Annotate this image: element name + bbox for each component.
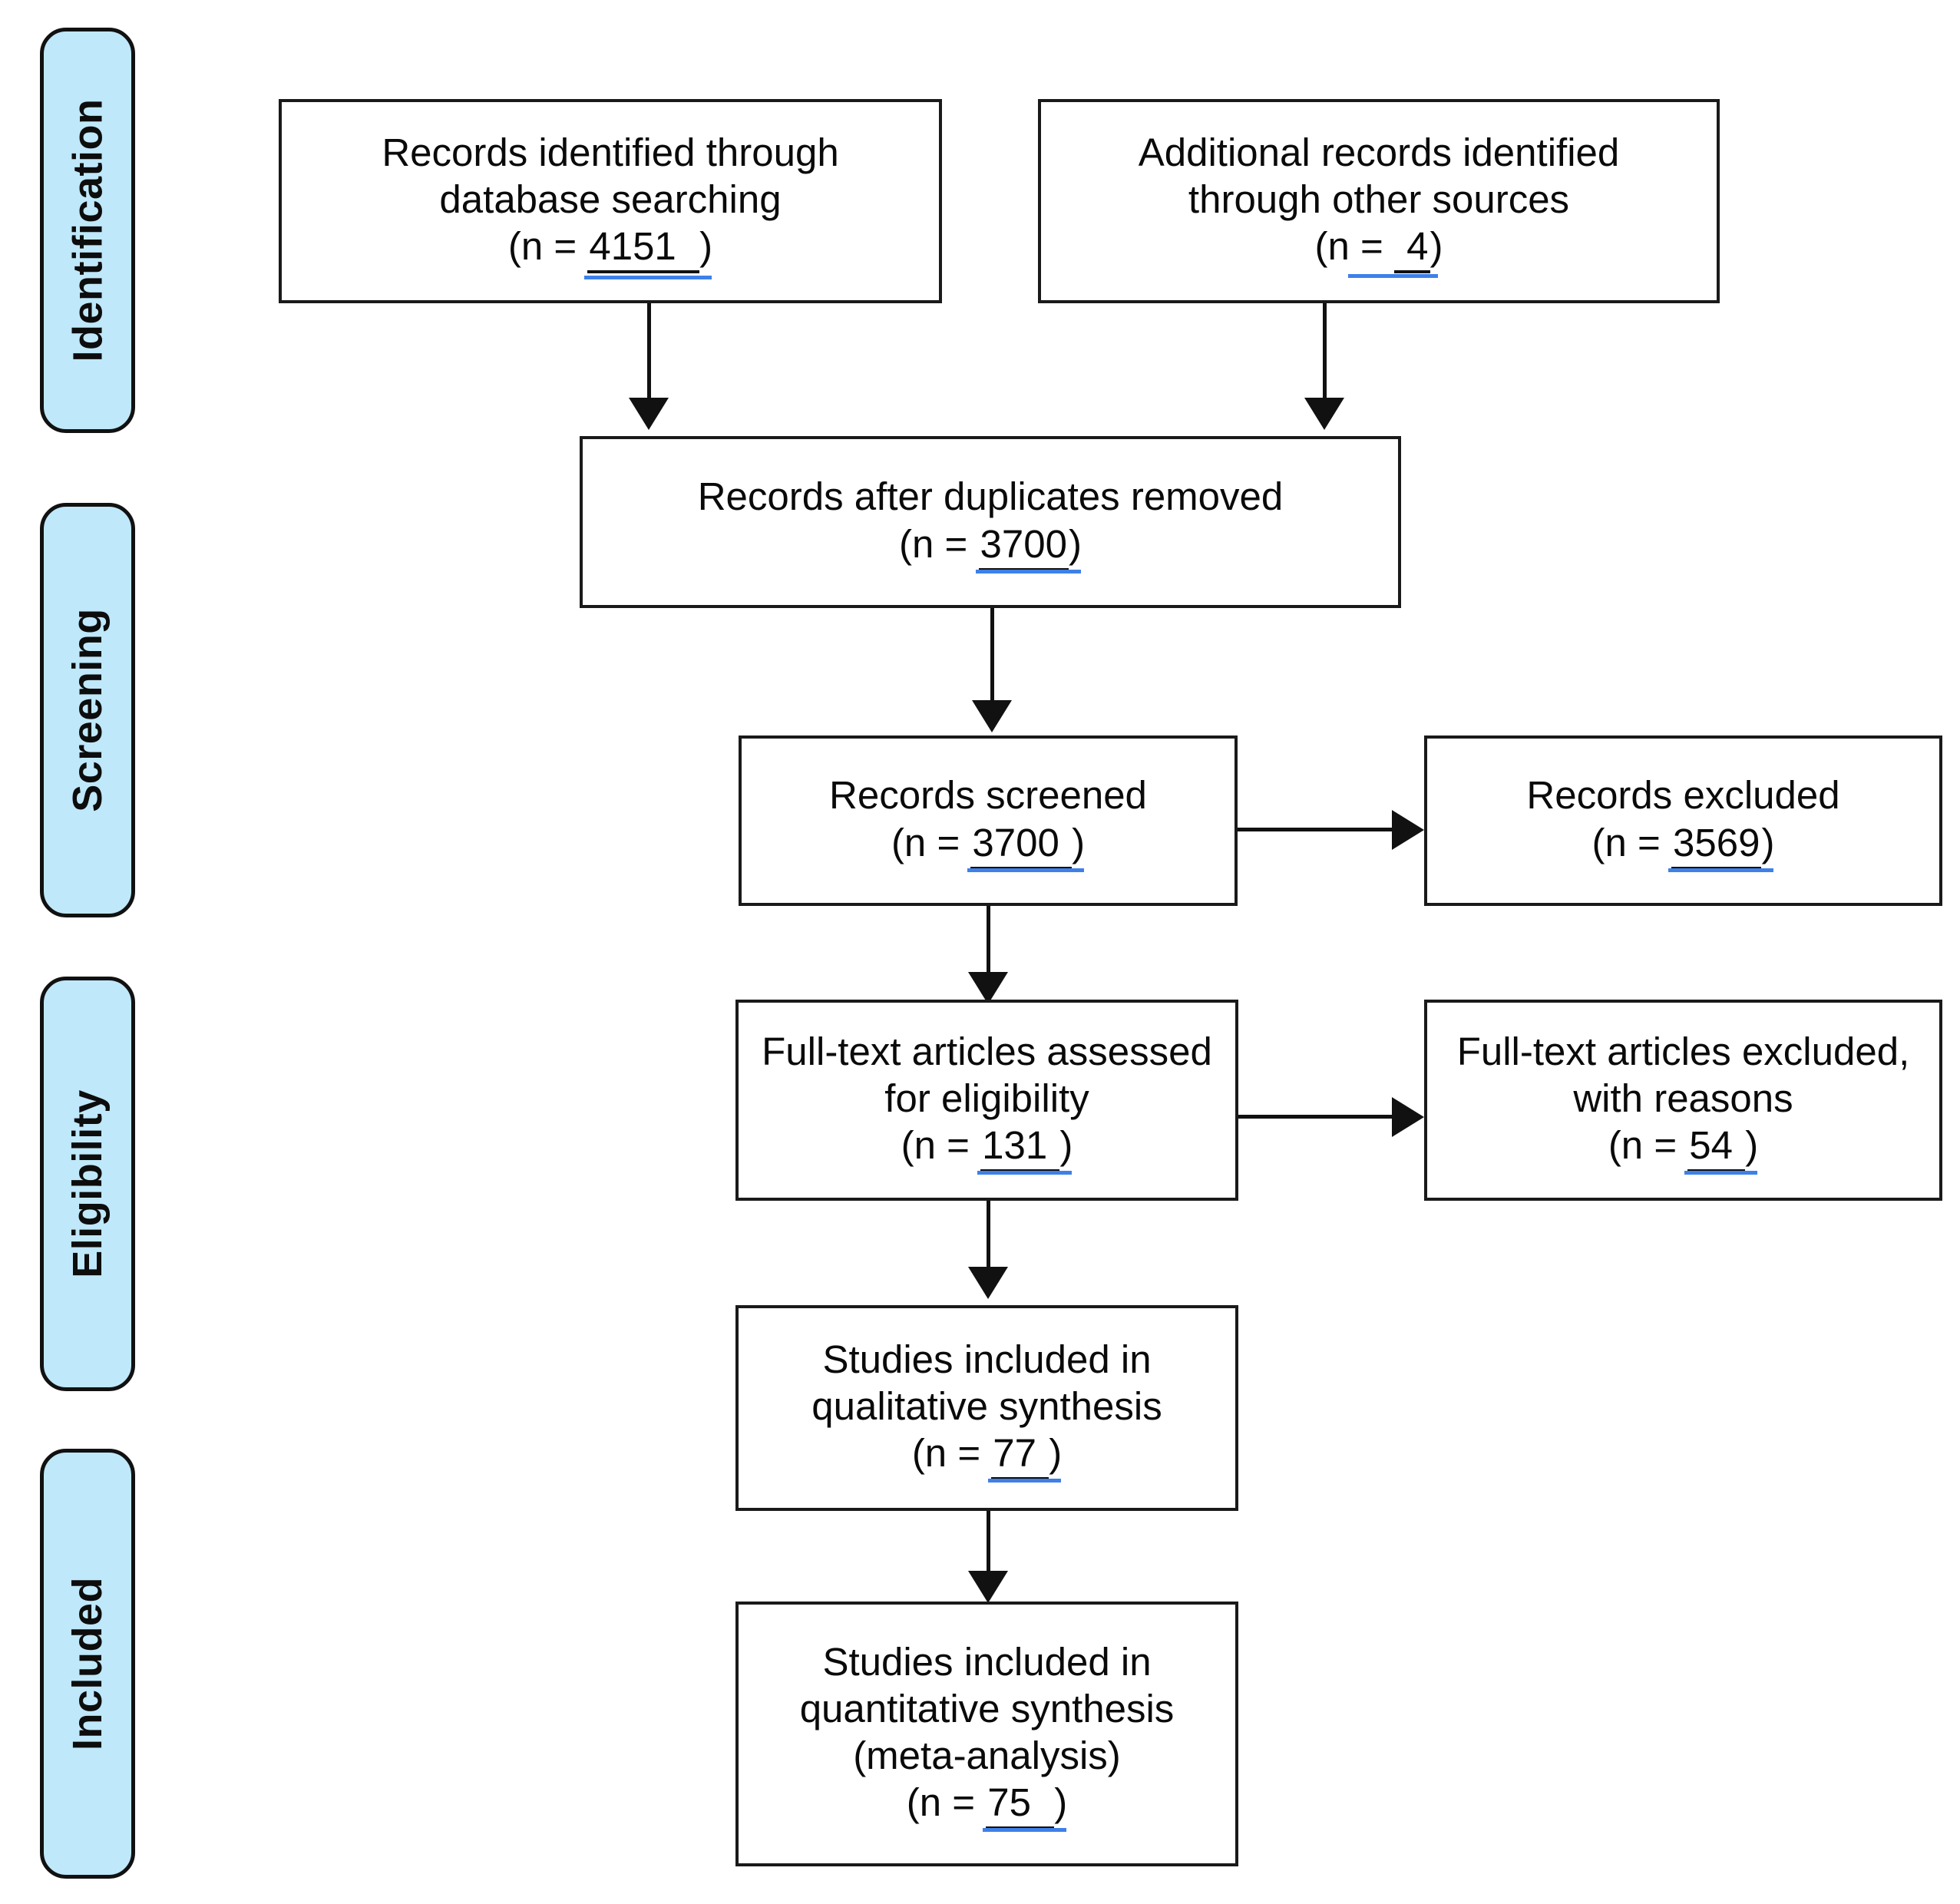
stage-pill-identification: Identification xyxy=(40,28,135,433)
count-suffix: ) xyxy=(1761,820,1775,864)
count-suffix: ) xyxy=(1059,1123,1073,1168)
arrowhead-screened-to-excluded xyxy=(1392,810,1424,850)
arrowhead-fulltext-to-qualitative xyxy=(968,1267,1008,1299)
stage-pill-eligibility: Eligibility xyxy=(40,977,135,1391)
count-value: 54 xyxy=(1689,1123,1734,1168)
count-suffix: ) xyxy=(1745,1123,1759,1168)
count-blank: 3569 xyxy=(1667,819,1775,872)
stage-label-included: Included xyxy=(64,1576,111,1751)
box-count: (n = 3569) xyxy=(1591,819,1775,872)
box-line: through other sources xyxy=(1188,177,1570,221)
count-value: 4 xyxy=(1406,224,1429,269)
count-prefix: (n = xyxy=(911,1431,981,1476)
arrowhead-fulltext-to-excluded xyxy=(1392,1097,1424,1137)
box-line: Studies included in xyxy=(822,1337,1152,1381)
box-line: with reasons xyxy=(1573,1076,1793,1120)
count-suffix: ) xyxy=(1072,820,1086,864)
box-count: (n = 4) xyxy=(1314,223,1443,279)
count-value: 3569 xyxy=(1673,820,1760,864)
stage-label-eligibility: Eligibility xyxy=(64,1089,111,1278)
box-line: database searching xyxy=(439,177,782,221)
count-prefix: (n = xyxy=(507,224,577,269)
connector-qualitative-to-quantitative xyxy=(987,1511,990,1594)
box-records-identified-database: Records identified through database sear… xyxy=(279,99,942,303)
box-line: Full-text articles excluded, xyxy=(1456,1029,1910,1073)
connector-db-to-duplicates xyxy=(647,303,651,399)
connector-screened-to-fulltext xyxy=(987,906,990,989)
arrowhead-screened-to-fulltext xyxy=(968,972,1008,1004)
arrowhead-qualitative-to-quantitative xyxy=(968,1571,1008,1603)
count-value: 131 xyxy=(982,1123,1048,1168)
stage-pill-screening: Screening xyxy=(40,503,135,917)
box-count: (n = 4151 ) xyxy=(507,223,713,280)
count-suffix: ) xyxy=(1068,521,1082,566)
count-blank: 3700 xyxy=(975,521,1082,574)
box-count: (n = 54 ) xyxy=(1608,1122,1759,1175)
box-line: (meta-analysis) xyxy=(853,1734,1121,1777)
box-quantitative-synthesis: Studies included in quantitative synthes… xyxy=(735,1602,1238,1866)
count-prefix: (n = xyxy=(1591,820,1661,864)
box-records-screened: Records screened (n = 3700 ) xyxy=(739,735,1238,906)
count-blank: 4151 xyxy=(584,223,712,280)
count-prefix: (n = xyxy=(891,820,960,864)
count-blank: 77 xyxy=(988,1430,1062,1483)
count-value: 3700 xyxy=(972,820,1059,864)
box-line: Records identified through xyxy=(382,130,839,174)
count-prefix: (n = xyxy=(906,1780,976,1825)
arrowhead-db-to-duplicates xyxy=(629,398,669,430)
box-line: Studies included in xyxy=(822,1639,1152,1684)
box-count: (n = 3700 ) xyxy=(891,819,1086,872)
count-blank: 75 xyxy=(983,1779,1067,1833)
count-prefix: (n = xyxy=(899,521,968,566)
box-line: quantitative synthesis xyxy=(799,1686,1175,1730)
count-suffix: ) xyxy=(1054,1780,1068,1825)
count-value: 75 xyxy=(987,1780,1031,1825)
arrowhead-duplicates-to-screened xyxy=(972,700,1012,732)
box-records-excluded: Records excluded (n = 3569) xyxy=(1424,735,1942,906)
connector-fulltext-to-qualitative xyxy=(987,1201,990,1284)
connector-other-to-duplicates xyxy=(1323,303,1327,399)
box-line: Full-text articles assessed xyxy=(762,1029,1212,1073)
connector-screened-to-excluded xyxy=(1238,828,1395,831)
box-count: (n = 75 ) xyxy=(906,1779,1068,1833)
box-fulltext-excluded: Full-text articles excluded, with reason… xyxy=(1424,1000,1942,1201)
box-line: for eligibility xyxy=(884,1076,1089,1120)
stage-label-screening: Screening xyxy=(64,608,111,812)
connector-duplicates-to-screened xyxy=(990,608,994,702)
count-suffix: ) xyxy=(699,224,713,269)
box-line: qualitative synthesis xyxy=(811,1383,1162,1428)
box-count: (n = 131 ) xyxy=(901,1122,1073,1175)
box-line: Records excluded xyxy=(1526,773,1840,818)
count-blank: 4 xyxy=(1348,223,1437,279)
box-additional-records-other-sources: Additional records identified through ot… xyxy=(1038,99,1720,303)
count-prefix: (n = xyxy=(901,1123,970,1168)
count-blank: 3700 xyxy=(967,819,1084,872)
box-line: Additional records identified xyxy=(1138,130,1620,174)
box-line: Records after duplicates removed xyxy=(697,474,1284,519)
count-blank: 131 xyxy=(977,1122,1073,1175)
count-blank: 54 xyxy=(1684,1122,1758,1175)
box-fulltext-assessed: Full-text articles assessed for eligibil… xyxy=(735,1000,1238,1201)
stage-label-identification: Identification xyxy=(64,98,111,362)
box-count: (n = 77 ) xyxy=(911,1430,1063,1483)
count-suffix: ) xyxy=(1430,224,1443,269)
box-line: Records screened xyxy=(829,773,1147,818)
count-prefix: (n = xyxy=(1314,224,1383,269)
count-value: 77 xyxy=(993,1431,1037,1476)
count-value: 4151 xyxy=(589,224,676,269)
connector-fulltext-to-excluded xyxy=(1238,1115,1395,1119)
count-suffix: ) xyxy=(1049,1431,1063,1476)
arrowhead-other-to-duplicates xyxy=(1304,398,1344,430)
stage-pill-included: Included xyxy=(40,1449,135,1879)
box-records-after-duplicates-removed: Records after duplicates removed (n = 37… xyxy=(580,436,1401,608)
box-count: (n = 3700) xyxy=(899,521,1082,574)
box-qualitative-synthesis: Studies included in qualitative synthesi… xyxy=(735,1305,1238,1511)
count-prefix: (n = xyxy=(1608,1123,1677,1168)
count-value: 3700 xyxy=(980,521,1067,566)
